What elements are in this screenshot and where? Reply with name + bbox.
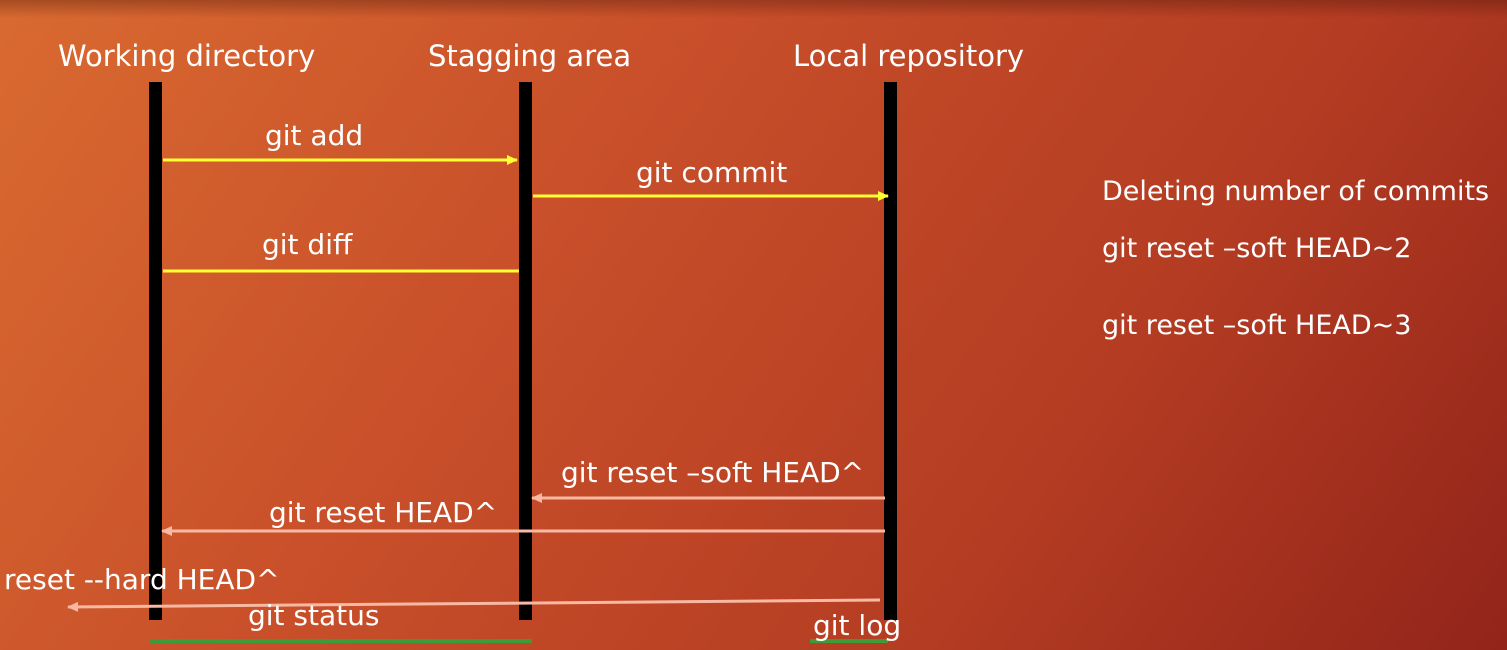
git-reset-soft-label: git reset –soft HEAD^ [561,456,865,489]
working-directory-lifeline [149,82,162,620]
git-status-label: git status [248,599,380,632]
staging-area-lifeline [519,82,532,620]
git-diff-label: git diff [262,228,353,261]
reset-head-2-command: git reset –soft HEAD~2 [1102,233,1412,264]
git-add-label: git add [265,119,364,152]
git-reset-mixed-label: git reset HEAD^ [269,496,498,529]
local-repository-lifeline [884,82,897,620]
staging-area-heading: Stagging area [428,39,632,73]
git-reset-hard-arrow [67,598,881,612]
deleting-commits-title: Deleting number of commits [1102,176,1490,207]
local-repository-heading: Local repository [793,39,1025,73]
git-log-label: git log [813,609,902,642]
git-commit-label: git commit [636,156,788,189]
git-reset-hard-label: reset --hard HEAD^ [4,563,280,596]
reset-head-3-command: git reset –soft HEAD~3 [1102,310,1412,341]
top-shadow [0,0,1507,18]
working-directory-heading: Working directory [58,39,316,73]
